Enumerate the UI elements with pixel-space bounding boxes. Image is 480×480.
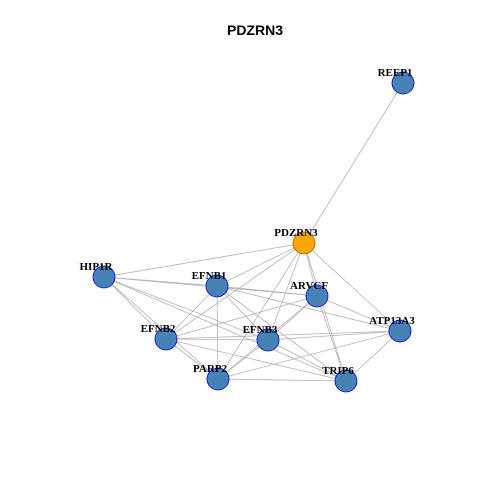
node-label-reep1: REEP1 [378,67,413,79]
node-arvcf [305,284,329,308]
node-efnb2 [154,327,178,351]
node-trip6 [334,369,358,393]
edge-hip1r-efnb2 [103,276,167,340]
node-efnb1 [205,274,229,298]
node-label-efnb3: EFNB3 [243,324,278,336]
graph-title: PDZRN3 [227,22,283,38]
node-hip1r [92,265,116,289]
node-label-efnb1: EFNB1 [192,270,227,282]
node-label-atp13a3: ATP13A3 [369,315,415,327]
node-label-pdzrn3: PDZRN3 [274,227,318,239]
edge-parp2-atp13a3 [217,330,401,380]
edge-pdzrn3-efnb2 [165,242,305,340]
node-atp13a3 [388,319,412,343]
edge-reep1-pdzrn3 [303,82,404,244]
edge-trip6-atp13a3 [345,330,401,382]
edge-pdzrn3-trip6 [303,242,347,382]
edge-pdzrn3-parp2 [217,242,305,380]
node-efnb3 [256,328,280,352]
node-label-parp2: PARP2 [193,363,228,375]
edge-efnb2-atp13a3 [165,330,401,340]
node-label-trip6: TRIP6 [322,365,354,377]
edge-hip1r-trip6 [103,276,347,382]
edge-efnb2-efnb3 [165,338,269,341]
edge-efnb1-efnb3 [216,285,269,341]
edge-efnb1-trip6 [216,285,347,382]
node-label-hip1r: HIP1R [80,261,114,273]
edge-efnb3-atp13a3 [267,330,401,341]
edge-pdzrn3-efnb3 [267,242,305,341]
edge-hip1r-efnb3 [103,276,269,341]
node-parp2 [206,367,230,391]
edge-efnb2-trip6 [165,338,347,382]
edge-pdzrn3-hip1r [103,242,305,278]
edge-arvcf-atp13a3 [316,295,401,332]
edge-arvcf-trip6 [316,295,347,382]
edge-efnb1-arvcf [216,285,318,297]
node-label-arvcf: ARVCF [290,280,328,292]
edge-pdzrn3-efnb1 [216,242,305,287]
edge-hip1r-parp2 [103,276,219,380]
node-layer [92,71,415,393]
edge-parp2-trip6 [217,378,347,382]
edge-efnb1-parp2 [216,285,219,380]
node-pdzrn3 [292,231,316,255]
edge-efnb3-trip6 [267,339,347,382]
edge-arvcf-efnb2 [165,295,318,340]
edge-efnb1-efnb2 [165,285,218,340]
node-reep1 [391,71,415,95]
edge-layer [103,82,404,382]
node-label-efnb2: EFNB2 [141,323,176,335]
edge-efnb1-atp13a3 [216,285,401,332]
edge-pdzrn3-atp13a3 [303,242,401,332]
